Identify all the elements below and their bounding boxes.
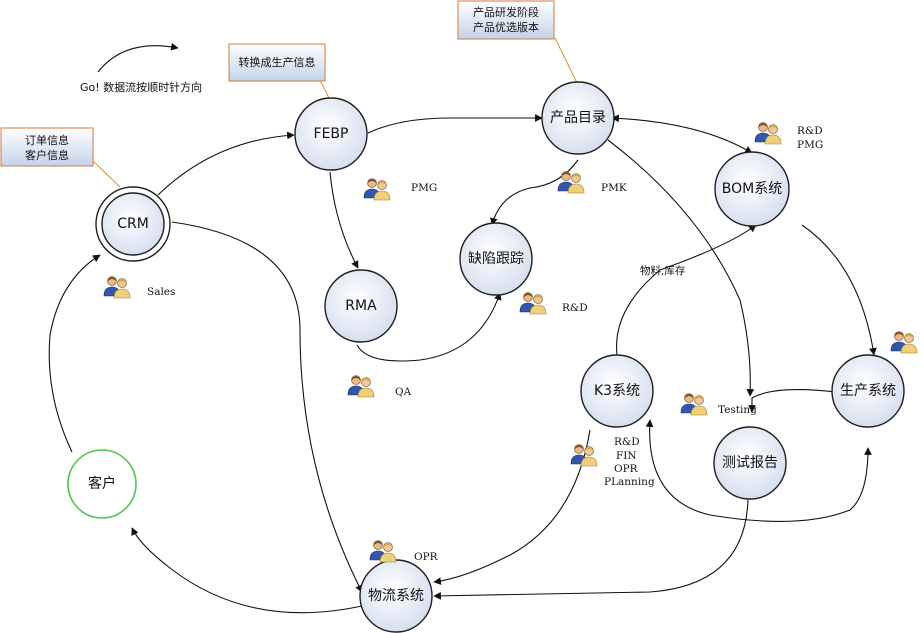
callout-febp: 转换成生产信息 <box>228 43 331 101</box>
role-qa-icon <box>347 375 375 398</box>
edge-production-test-report <box>748 389 837 413</box>
edge-test-report-logistics <box>433 499 749 600</box>
node-k3: K3系统 <box>580 354 654 428</box>
role-pmg-label: PMG <box>411 182 437 194</box>
node-logistics-label: 物流系统 <box>368 588 424 604</box>
go-arrow <box>97 42 179 73</box>
node-production-label: 生产系统 <box>840 383 896 399</box>
node-crm-label: CRM <box>117 216 149 232</box>
role-pmg-icon <box>363 178 391 201</box>
node-customer: 客户 <box>67 449 137 519</box>
role-pmk-label: PMK <box>601 182 627 194</box>
node-defect-label: 缺陷跟踪 <box>468 251 524 267</box>
edge-label-material-stock: 物料,库存 <box>640 264 686 277</box>
edge-bom-production <box>801 224 877 356</box>
flow-direction-hint: Go! 数据流按顺时针方向 <box>80 80 202 94</box>
role-k3-label-1: R&D <box>614 436 640 448</box>
edge-customer-crm <box>48 254 101 453</box>
node-production: 生产系统 <box>831 354 905 428</box>
edge-crm-febp <box>157 131 295 196</box>
role-pmk-icon <box>557 171 585 194</box>
callout-febp-line-1: 转换成生产信息 <box>239 55 316 69</box>
edge-logistics-customer <box>131 527 363 614</box>
callout-order-line-2: 客户信息 <box>25 148 69 162</box>
role-k3-label-2: FIN <box>616 450 637 462</box>
edge-catalog-test-report <box>607 139 755 397</box>
node-febp-label: FEBP <box>314 126 349 142</box>
node-rma: RMA <box>324 269 398 343</box>
role-rnd-pmg-label-2: PMG <box>797 139 823 151</box>
role-sales-label: Sales <box>147 286 175 298</box>
role-rnd-pmg-icon <box>754 122 782 145</box>
node-test-report-label: 测试报告 <box>722 455 778 471</box>
callout-catalog-line-2: 产品优选版本 <box>473 20 539 34</box>
role-opr-label: OPR <box>414 551 439 563</box>
role-rnd-pmg-label-1: R&D <box>797 125 823 137</box>
node-catalog: 产品目录 <box>541 81 615 155</box>
edge-k3-logistics <box>433 429 591 585</box>
role-production-icon <box>890 331 918 354</box>
node-defect: 缺陷跟踪 <box>459 222 533 296</box>
callout-order-line-1: 订单信息 <box>25 133 69 147</box>
node-bom-label: BOM系统 <box>722 181 782 197</box>
node-bom: BOM系统 <box>714 151 790 227</box>
node-rma-label: RMA <box>345 298 377 314</box>
role-testing-label: Testing <box>718 404 757 416</box>
edge-febp-rma <box>329 171 359 269</box>
edge-k3-bom <box>615 224 757 356</box>
node-febp: FEBP <box>294 97 368 171</box>
role-rnd-label: R&D <box>562 302 588 314</box>
node-k3-label: K3系统 <box>594 383 640 399</box>
role-testing-icon <box>680 393 708 416</box>
node-logistics: 物流系统 <box>359 559 433 633</box>
role-opr-icon <box>369 540 397 563</box>
role-qa-label: QA <box>395 386 412 398</box>
node-customer-label: 客户 <box>88 475 116 492</box>
role-rnd-icon <box>519 292 547 315</box>
edge-rma-defect <box>356 292 502 362</box>
edge-catalog-bom <box>611 114 753 154</box>
edge-crm-logistics <box>171 221 363 593</box>
edges <box>48 114 877 614</box>
callout-catalog-line-1: 产品研发阶段 <box>473 5 539 19</box>
role-sales-icon <box>103 276 131 299</box>
node-test-report: 测试报告 <box>713 426 787 500</box>
callout-order-info: 订单信息 客户信息 <box>0 127 121 188</box>
role-k3-label-4: PLanning <box>604 476 655 488</box>
node-crm: CRM <box>95 186 171 262</box>
edge-k3-production <box>645 419 872 522</box>
edge-febp-catalog <box>367 114 543 134</box>
node-catalog-label: 产品目录 <box>550 110 606 126</box>
callout-catalog: 产品研发阶段 产品优选版本 <box>457 0 579 86</box>
edge-catalog-defect <box>490 159 579 226</box>
role-k3-label-3: OPR <box>614 463 639 475</box>
